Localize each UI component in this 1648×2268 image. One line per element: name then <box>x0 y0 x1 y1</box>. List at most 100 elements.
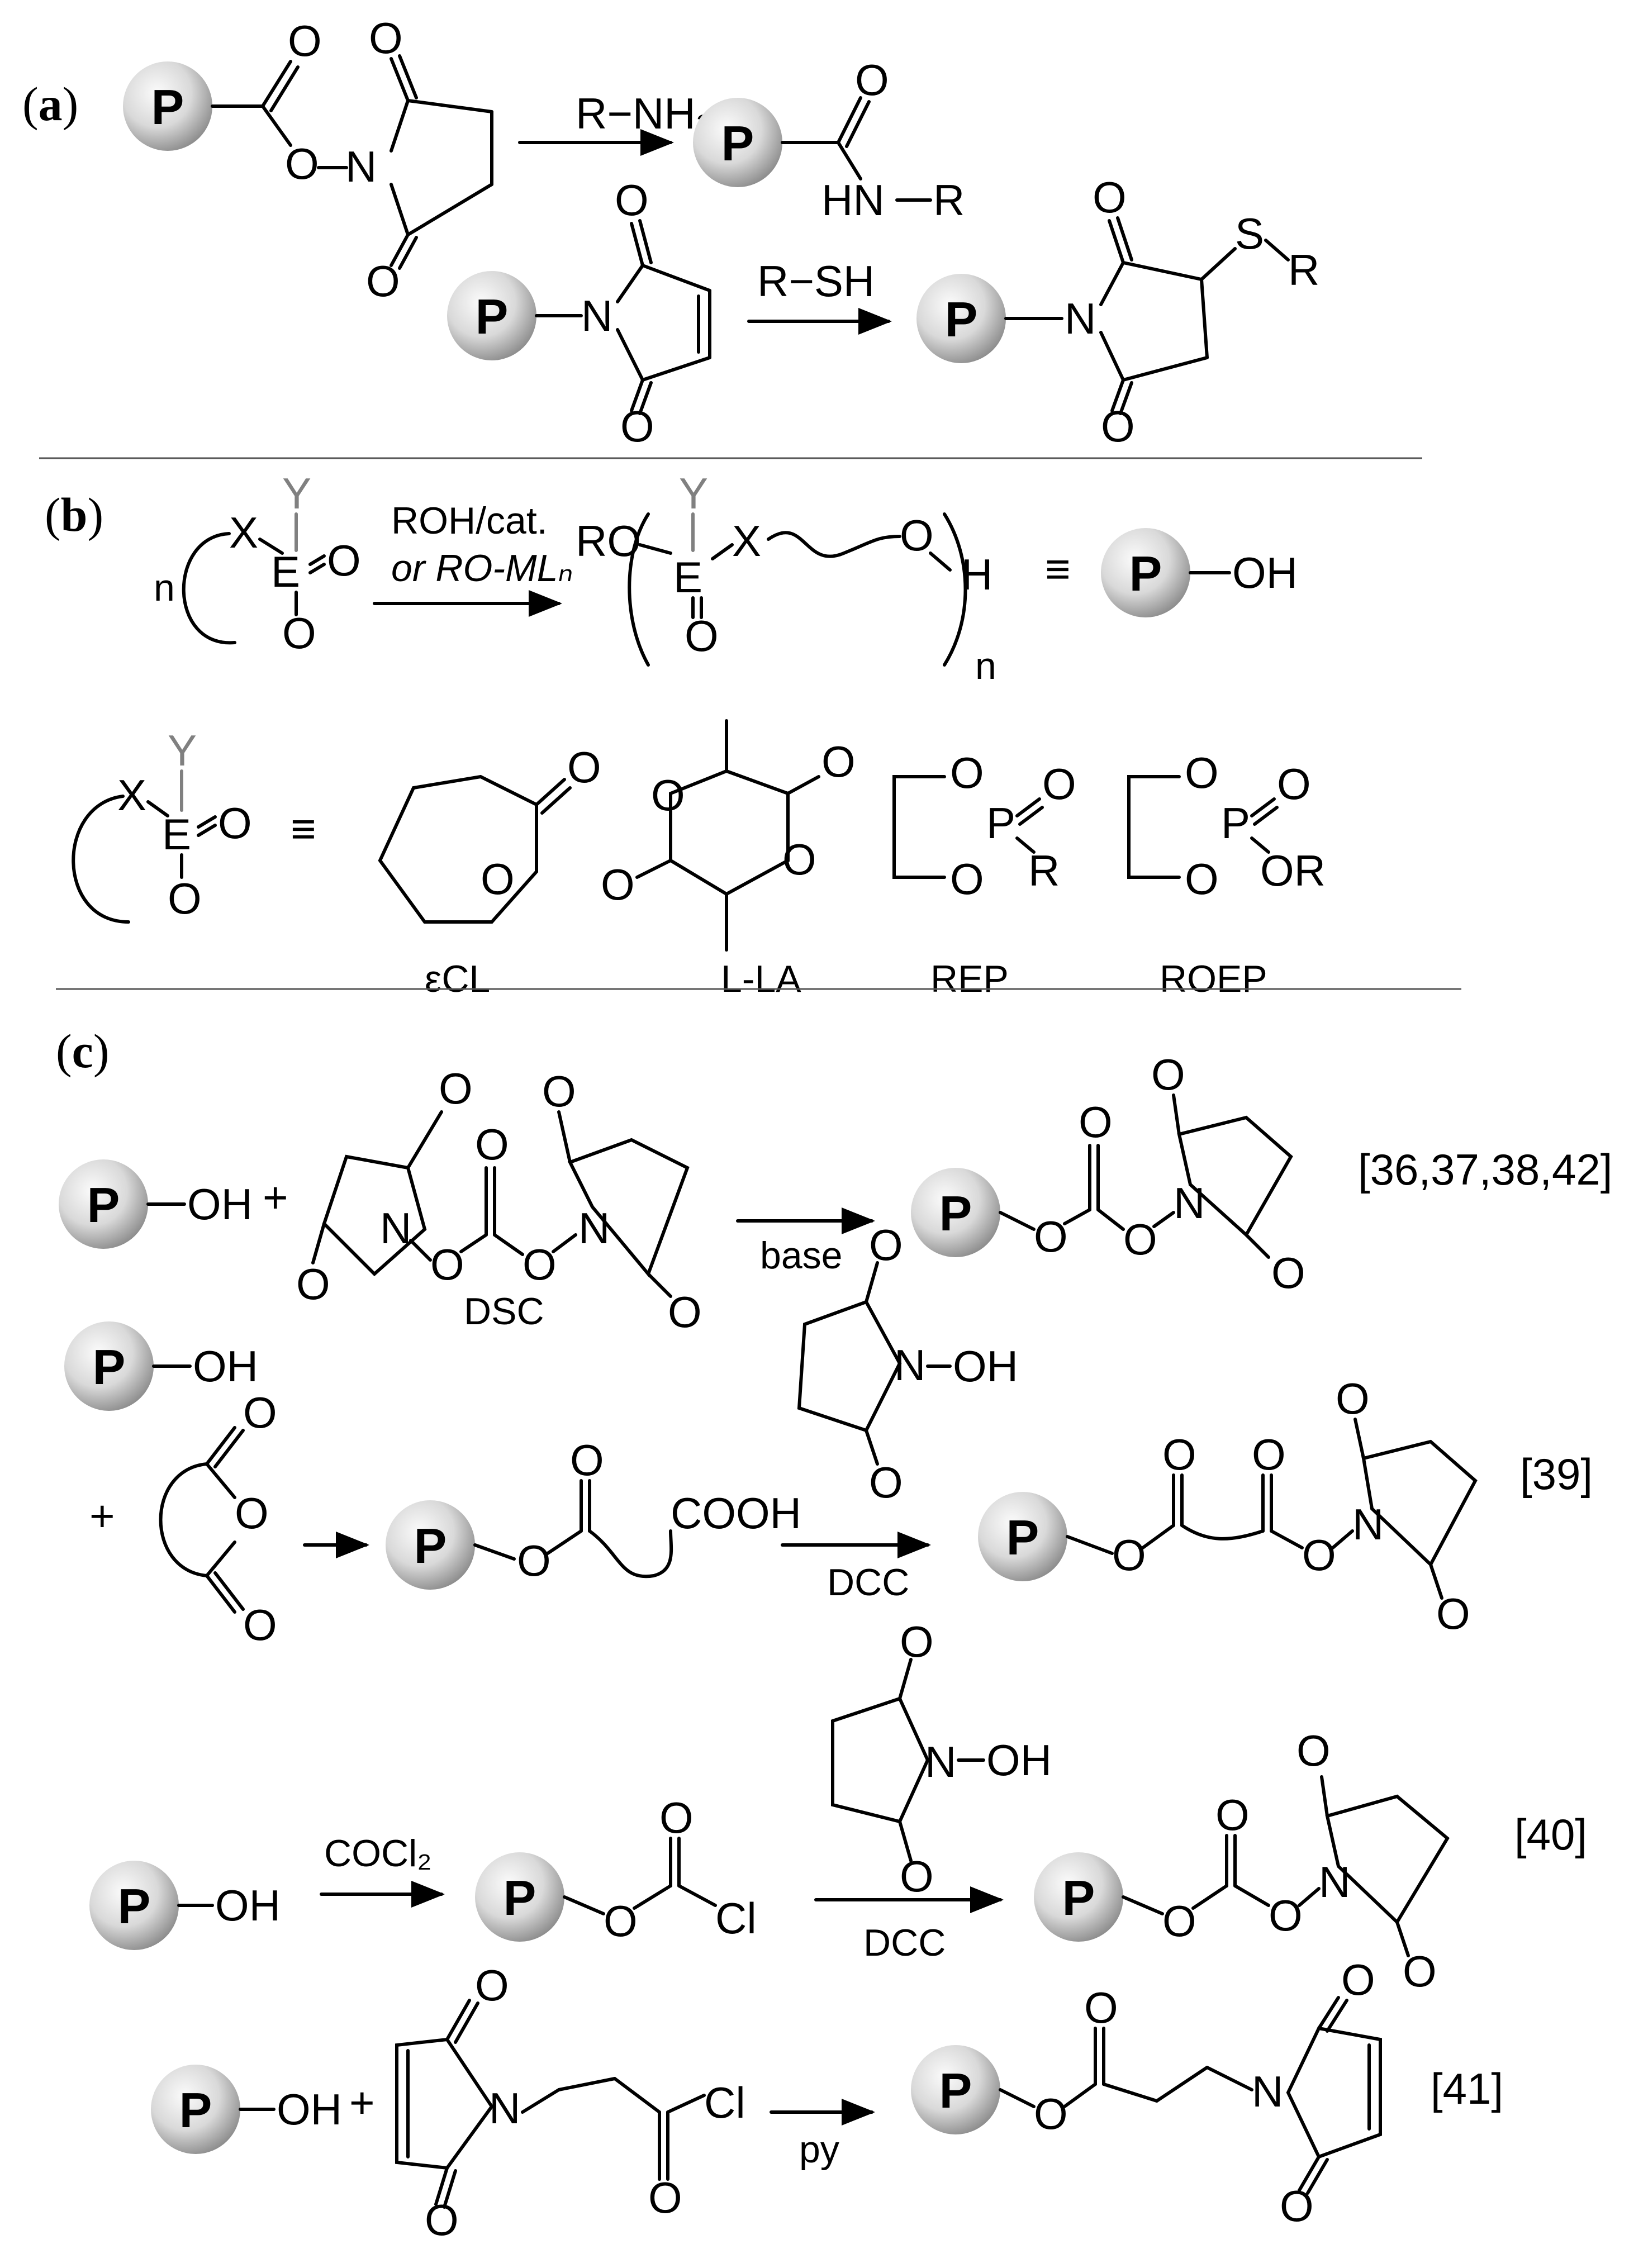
atom-ro: RO <box>576 516 641 565</box>
atom-o: O <box>168 874 202 923</box>
atom-o: O <box>1093 173 1127 222</box>
atom-oh: OH <box>953 1342 1018 1391</box>
atom-oh: OH <box>215 1881 281 1930</box>
atom-o: O <box>1034 1212 1068 1261</box>
polymer-sphere: P <box>151 2065 240 2154</box>
atom-p: P <box>1221 798 1250 848</box>
atom-o: O <box>1079 1097 1113 1147</box>
reagent-r-nh2: R−NH₂ <box>576 89 713 138</box>
atom-o: O <box>1436 1589 1470 1638</box>
polymer-sphere: P <box>911 1168 1000 1257</box>
atom-o: O <box>366 256 400 306</box>
atom-o: O <box>523 1240 557 1289</box>
atom-o: O <box>1403 1947 1437 1996</box>
svg-text:P: P <box>1062 1870 1095 1925</box>
atom-y: Y <box>168 726 197 775</box>
label-ecl: εCL <box>425 958 490 1000</box>
atom-o: O <box>369 13 403 63</box>
svg-text:(a): (a) <box>22 77 78 131</box>
atom-cooh: COOH <box>671 1489 801 1538</box>
atom-e: E <box>271 547 300 596</box>
atom-o: O <box>542 1067 576 1116</box>
atom-o: O <box>285 139 319 188</box>
svg-text:P: P <box>476 289 509 344</box>
svg-text:P: P <box>93 1339 126 1395</box>
atom-n: N <box>489 2084 520 2133</box>
atom-oh: OH <box>1232 548 1298 597</box>
reagent-dcc: DCC <box>827 1561 909 1604</box>
atom-o: O <box>950 854 984 904</box>
panel-b-label: b <box>61 488 88 541</box>
panel-b: (b) X n E Y O O ROH/cat. or RO-MLₙ RO E … <box>45 469 1326 1000</box>
svg-text:P: P <box>939 1186 972 1241</box>
atom-o: O <box>651 771 685 820</box>
label-rep: REP <box>930 958 1009 1000</box>
atom-oh: OH <box>193 1342 258 1391</box>
atom-o: O <box>615 175 649 225</box>
atom-o: O <box>475 1961 509 2010</box>
reference-2: [39] <box>1520 1449 1593 1499</box>
label-roep: ROEP <box>1160 958 1267 1000</box>
reagent-cocl2: COCl₂ <box>324 1832 432 1875</box>
plus-sign: + <box>263 1173 288 1222</box>
atom-o: O <box>869 1220 903 1269</box>
atom-o: O <box>900 1852 934 1901</box>
atom-n: N <box>380 1204 411 1253</box>
atom-oh: OH <box>986 1736 1052 1785</box>
atom-n: N <box>1174 1178 1205 1228</box>
atom-h: H <box>961 550 992 599</box>
atom-x: X <box>229 508 258 557</box>
polymer-sphere: P <box>1034 1852 1123 1942</box>
svg-text:P: P <box>504 1870 536 1925</box>
atom-o: O <box>782 835 816 884</box>
atom-cl: Cl <box>704 2078 745 2127</box>
atom-e: E <box>162 810 191 859</box>
panel-c: (c) P OH + O O N O O O N O O DSC base <box>56 1024 1612 2245</box>
atom-x: X <box>117 771 146 820</box>
atom-o: O <box>425 2195 459 2245</box>
atom-o: O <box>855 55 889 104</box>
svg-text:P: P <box>87 1177 120 1233</box>
atom-o: O <box>1034 2089 1068 2138</box>
atom-y: Y <box>282 469 311 518</box>
atom-o: O <box>570 1435 604 1485</box>
polymer-sphere: P <box>911 2045 1000 2134</box>
atom-o: O <box>243 1600 277 1649</box>
atom-o: O <box>517 1536 551 1585</box>
atom-o: O <box>1296 1726 1331 1775</box>
atom-o: O <box>1151 1050 1185 1099</box>
polymer-sphere: P <box>386 1500 475 1590</box>
polymer-sphere: P <box>978 1492 1067 1581</box>
atom-o: O <box>1123 1215 1157 1264</box>
panel-c-label: c <box>72 1024 93 1078</box>
atom-o: O <box>1269 1891 1303 1940</box>
atom-o: O <box>620 402 654 451</box>
atom-o: O <box>481 854 515 904</box>
polymer-sphere: P <box>123 61 212 151</box>
atom-o: O <box>869 1458 903 1507</box>
atom-o: O <box>1277 759 1311 809</box>
atom-p: P <box>986 798 1015 848</box>
atom-n: N <box>925 1737 956 1786</box>
atom-or: OR <box>1260 846 1326 895</box>
atom-o: O <box>430 1240 464 1289</box>
atom-o: O <box>900 511 934 560</box>
atom-cl: Cl <box>715 1894 757 1943</box>
atom-n: N <box>1319 1857 1350 1906</box>
equiv-sign: ≡ <box>291 804 316 853</box>
svg-text:P: P <box>118 1879 151 1934</box>
atom-o: O <box>1341 1955 1375 2004</box>
atom-n: N <box>894 1340 925 1390</box>
svg-text:P: P <box>1129 546 1162 601</box>
atom-o: O <box>1042 759 1076 809</box>
reference-3: [40] <box>1514 1810 1587 1859</box>
polymer-sphere: P <box>916 274 1006 363</box>
atom-o: O <box>327 536 361 585</box>
atom-o: O <box>668 1287 702 1337</box>
panel-a: (a) P O O N O O R−NH₂ P <box>22 13 1319 451</box>
reagent-roh: ROH/cat. <box>391 500 548 542</box>
atom-o: O <box>685 611 719 660</box>
atom-o: O <box>601 860 635 909</box>
svg-text:P: P <box>945 292 978 347</box>
atom-o: O <box>648 2173 682 2222</box>
